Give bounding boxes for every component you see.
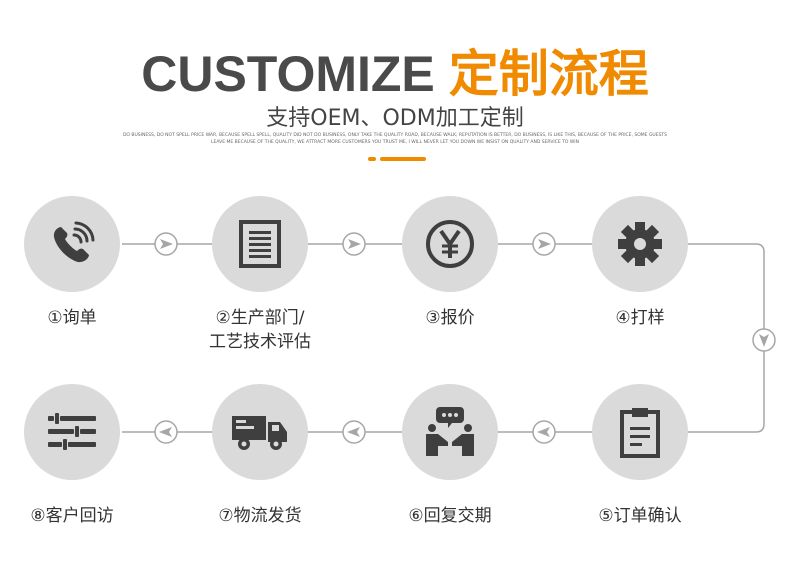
clipboard-icon <box>620 408 660 458</box>
step-1-label: ①询单 <box>47 308 97 328</box>
arrow-right-icon <box>342 232 366 256</box>
step-4-label: ④打样 <box>615 308 665 328</box>
step-5-label: ⑤订单确认 <box>598 506 682 526</box>
arrow-right-icon <box>532 232 556 256</box>
arrow-right-icon <box>154 232 178 256</box>
gear-icon <box>618 222 662 266</box>
arrow-left-icon <box>532 420 556 444</box>
accent-dash-divider <box>368 157 426 161</box>
description-text: DO BUSINESS, DO NOT SPELL PRICE WAR, BEC… <box>122 133 668 145</box>
arrow-down-icon <box>752 328 776 352</box>
step-6-circle <box>402 384 498 480</box>
step-5-circle <box>592 384 688 480</box>
title-english: CUSTOMIZE <box>141 46 435 102</box>
phone-icon <box>53 221 95 263</box>
handshake-chat-icon <box>426 407 474 456</box>
step-2-label-line2: 工艺技术评估 <box>209 332 311 352</box>
step-7-label: ⑦物流发货 <box>218 506 302 526</box>
step-2-label-line1: ②生产部门/ <box>215 308 305 328</box>
step-1-circle <box>24 196 120 292</box>
truck-icon <box>232 416 287 450</box>
arrow-left-icon <box>342 420 366 444</box>
document-icon <box>239 220 281 268</box>
step-7-circle <box>212 384 308 480</box>
arrow-left-icon <box>154 420 178 444</box>
title-chinese: 定制流程 <box>448 46 649 102</box>
step-8-label: ⑧客户回访 <box>30 506 114 526</box>
step-8-circle <box>24 384 120 480</box>
step-2-label: ②生产部门/ 工艺技术评估 <box>180 306 340 354</box>
yen-icon <box>426 220 474 268</box>
step-3-circle <box>402 196 498 292</box>
sliders-icon <box>48 413 96 450</box>
step-4-circle <box>592 196 688 292</box>
step-3-label: ③报价 <box>425 308 475 328</box>
step-2-circle <box>212 196 308 292</box>
step-6-label: ⑥回复交期 <box>408 506 492 526</box>
subtitle: 支持OEM、ODM加工定制 <box>266 106 524 131</box>
